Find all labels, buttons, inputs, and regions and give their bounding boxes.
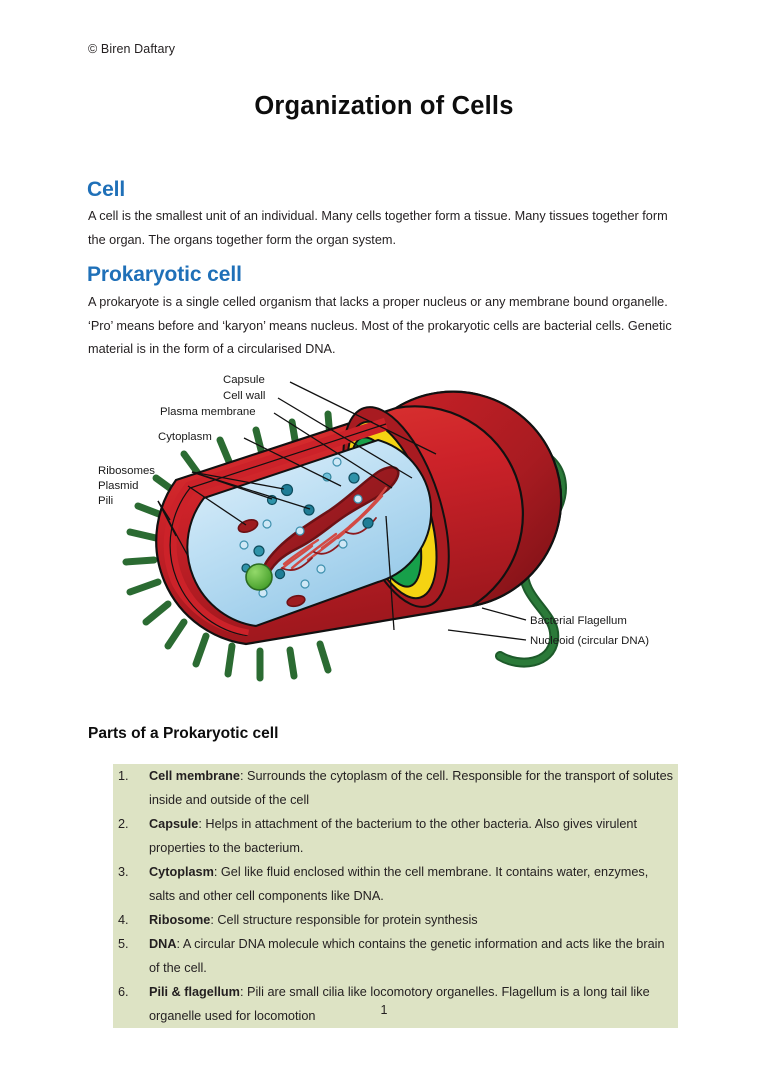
label-capsule: Capsule xyxy=(223,374,265,386)
list-item-term: Pili & flagellum xyxy=(149,985,240,999)
list-item-text: : Surrounds the cytoplasm of the cell. R… xyxy=(149,769,673,807)
section-heading-prokaryotic-cell: Prokaryotic cell xyxy=(87,263,242,286)
nucleoid-shape xyxy=(260,466,400,585)
label-cytoplasm: Cytoplasm xyxy=(158,431,212,443)
label-cell-wall: Cell wall xyxy=(223,390,265,402)
copyright-notice: © Biren Daftary xyxy=(88,42,176,56)
list-item-number: 5. xyxy=(118,937,129,951)
list-item-number: 2. xyxy=(118,817,129,831)
list-item-number: 1. xyxy=(118,769,129,783)
list-item-term: Cell membrane xyxy=(149,769,240,783)
pili-shapes xyxy=(122,410,334,682)
list-item: 3. Cytoplasm: Gel like fluid enclosed wit… xyxy=(113,860,678,908)
list-item: 6. Pili & flagellum: Pili are small cilia… xyxy=(113,980,678,1028)
label-nucleoid: Nucleoid (circular DNA) xyxy=(530,635,649,647)
page-title: Organization of Cells xyxy=(254,92,514,120)
label-plasmid: Plasmid xyxy=(98,480,139,492)
list-item-text: : Cell structure responsible for protein… xyxy=(210,913,478,927)
parts-list-band: 1. Cell membrane: Surrounds the cytoplasm… xyxy=(113,764,678,1028)
list-item-number: 4. xyxy=(118,913,129,927)
list-item: 2. Capsule: Helps in attachment of the ba… xyxy=(113,812,678,860)
label-bacterial-flagellum: Bacterial Flagellum xyxy=(530,615,627,627)
list-item-number: 3. xyxy=(118,865,129,879)
list-item-text: : Gel like fluid enclosed within the cel… xyxy=(149,865,649,903)
list-item-number: 6. xyxy=(118,985,129,999)
list-item: 4. Ribosome: Cell structure responsible f… xyxy=(113,908,678,932)
label-plasma-membrane: Plasma membrane xyxy=(160,406,256,418)
list-item: 5. DNA: A circular DNA molecule which con… xyxy=(113,932,678,980)
list-item-text: : A circular DNA molecule which contains… xyxy=(149,937,665,975)
list-item-term: Cytoplasm xyxy=(149,865,214,879)
list-item-term: DNA xyxy=(149,937,177,951)
list-item-text: : Pili are small cilia like locomotory o… xyxy=(149,985,650,1023)
label-ribosomes: Ribosomes xyxy=(98,465,155,477)
section-body-prokaryotic-cell: A prokaryote is a single celled organism… xyxy=(88,295,672,356)
list-item-term: Capsule xyxy=(149,817,199,831)
section-heading-cell: Cell xyxy=(87,178,126,201)
label-leader-lines xyxy=(157,381,527,641)
label-pili: Pili xyxy=(98,495,113,507)
prokaryotic-cell-diagram: Capsule Cell wall Plasma membrane Cytopl… xyxy=(96,368,676,698)
page-number: 1 xyxy=(380,1003,388,1017)
list-item: 1. Cell membrane: Surrounds the cytoplasm… xyxy=(113,764,678,812)
list-item-text: : Helps in attachment of the bacterium t… xyxy=(149,817,638,855)
cell-membrane-inner-lining xyxy=(163,417,389,636)
subheading-parts-of-prokaryotic-cell: Parts of a Prokaryotic cell xyxy=(88,725,279,742)
storage-granule-shape xyxy=(245,563,273,591)
list-item-term: Ribosome xyxy=(149,913,211,927)
parts-list: 1. Cell membrane: Surrounds the cytoplasm… xyxy=(113,764,678,1028)
ribosome-shapes xyxy=(239,457,374,598)
section-body-cell: A cell is the smallest unit of an indivi… xyxy=(88,209,668,247)
